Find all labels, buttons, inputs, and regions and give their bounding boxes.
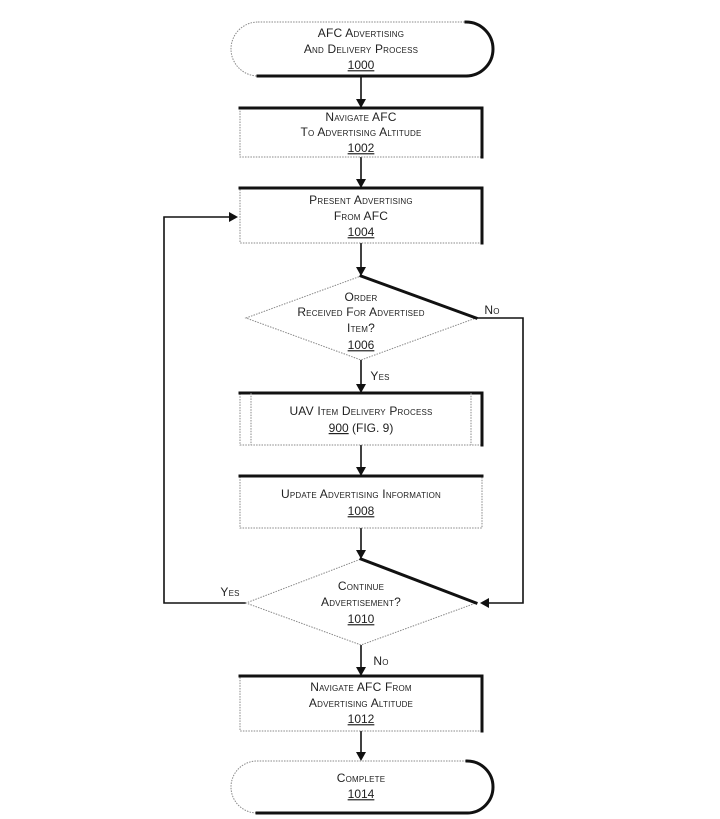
node-complete: Complete 1014 [230, 759, 495, 815]
arrowhead-icon [356, 99, 366, 108]
node-ref: 1012 [348, 712, 375, 726]
arrowhead-icon [356, 667, 366, 676]
node-label: From AFC [334, 209, 388, 223]
node-ref: 900 [329, 421, 349, 435]
node-ref-line: 900 (FIG. 9) [329, 421, 394, 435]
node-label: Order [344, 290, 377, 304]
node-label: Continue [338, 579, 384, 593]
terminator-shadow [464, 20, 495, 78]
node-ref: 1002 [348, 141, 375, 155]
decision-diamond-shadow [359, 274, 478, 320]
node-label: Advertising Altitude [309, 696, 413, 710]
node-ref: 1004 [348, 225, 375, 239]
node-ref: 1008 [348, 504, 375, 518]
arrowhead-icon [356, 267, 366, 276]
decision-diamond-shadow [359, 557, 478, 605]
edge-order-no-to-continue [476, 317, 524, 604]
process-box [239, 107, 483, 158]
node-continue-decision: Continue Advertisement? 1010 [244, 557, 478, 646]
node-order-decision: Order Received For Advertised Item? 1006 [244, 274, 478, 361]
connectors [163, 76, 524, 761]
predefined-process-box [239, 392, 483, 446]
node-label: AFC Advertising [318, 26, 404, 40]
node-ref: 1000 [348, 58, 375, 72]
node-ref: 1014 [348, 787, 375, 801]
node-label: Navigate AFC From [310, 680, 412, 694]
arrowhead-icon [356, 384, 366, 393]
predefined-process-shadow [238, 391, 484, 447]
arrowhead-icon [356, 179, 366, 188]
terminator-shape [230, 21, 494, 77]
process-box [239, 675, 483, 732]
edge-label-order-yes: Yes [370, 369, 389, 383]
node-label: Received For Advertised [297, 305, 424, 319]
edge-label-continue-yes: Yes [220, 585, 239, 599]
node-update-advertising: Update Advertising Information 1008 [238, 474, 484, 529]
node-label: To Advertising Altitude [301, 125, 422, 139]
node-navigate-to-altitude: Navigate AFC To Advertising Altitude 100… [238, 106, 484, 159]
process-box [239, 475, 483, 529]
node-label: Present Advertising [309, 193, 413, 207]
arrowhead-icon [229, 212, 238, 222]
node-navigate-from-altitude: Navigate AFC From Advertising Altitude 1… [238, 674, 484, 733]
node-uav-delivery: UAV Item Delivery Process 900 (FIG. 9) [238, 391, 484, 447]
process-box-shadow [238, 186, 484, 245]
terminator-shadow [465, 759, 495, 815]
process-box-shadow [238, 674, 484, 733]
node-label: Navigate AFC [325, 110, 396, 124]
node-label: Advertisement? [321, 595, 401, 609]
node-ref-suffix: (FIG. 9) [349, 421, 394, 435]
edge-continue-yes-to-present [163, 216, 246, 604]
node-label: UAV Item Delivery Process [289, 404, 432, 418]
edge-label-continue-no: No [373, 654, 388, 668]
edge-label-order-no: No [484, 303, 499, 317]
node-label: Complete [337, 771, 386, 785]
arrowhead-icon [356, 752, 366, 761]
node-label: And Delivery Process [304, 42, 418, 56]
arrowhead-icon [356, 550, 366, 559]
node-label: Update Advertising Information [281, 487, 441, 501]
arrowhead-icon [480, 598, 489, 608]
node-ref: 1010 [348, 612, 375, 626]
process-box-shadow [238, 106, 484, 159]
node-present-advertising: Present Advertising From AFC 1004 [238, 186, 484, 245]
node-ref: 1006 [348, 338, 375, 352]
node-start: AFC Advertising And Delivery Process 100… [230, 20, 495, 78]
terminator-shape [230, 760, 494, 814]
node-label: Item? [347, 321, 375, 335]
arrowhead-icon [356, 467, 366, 476]
process-box [239, 187, 483, 244]
